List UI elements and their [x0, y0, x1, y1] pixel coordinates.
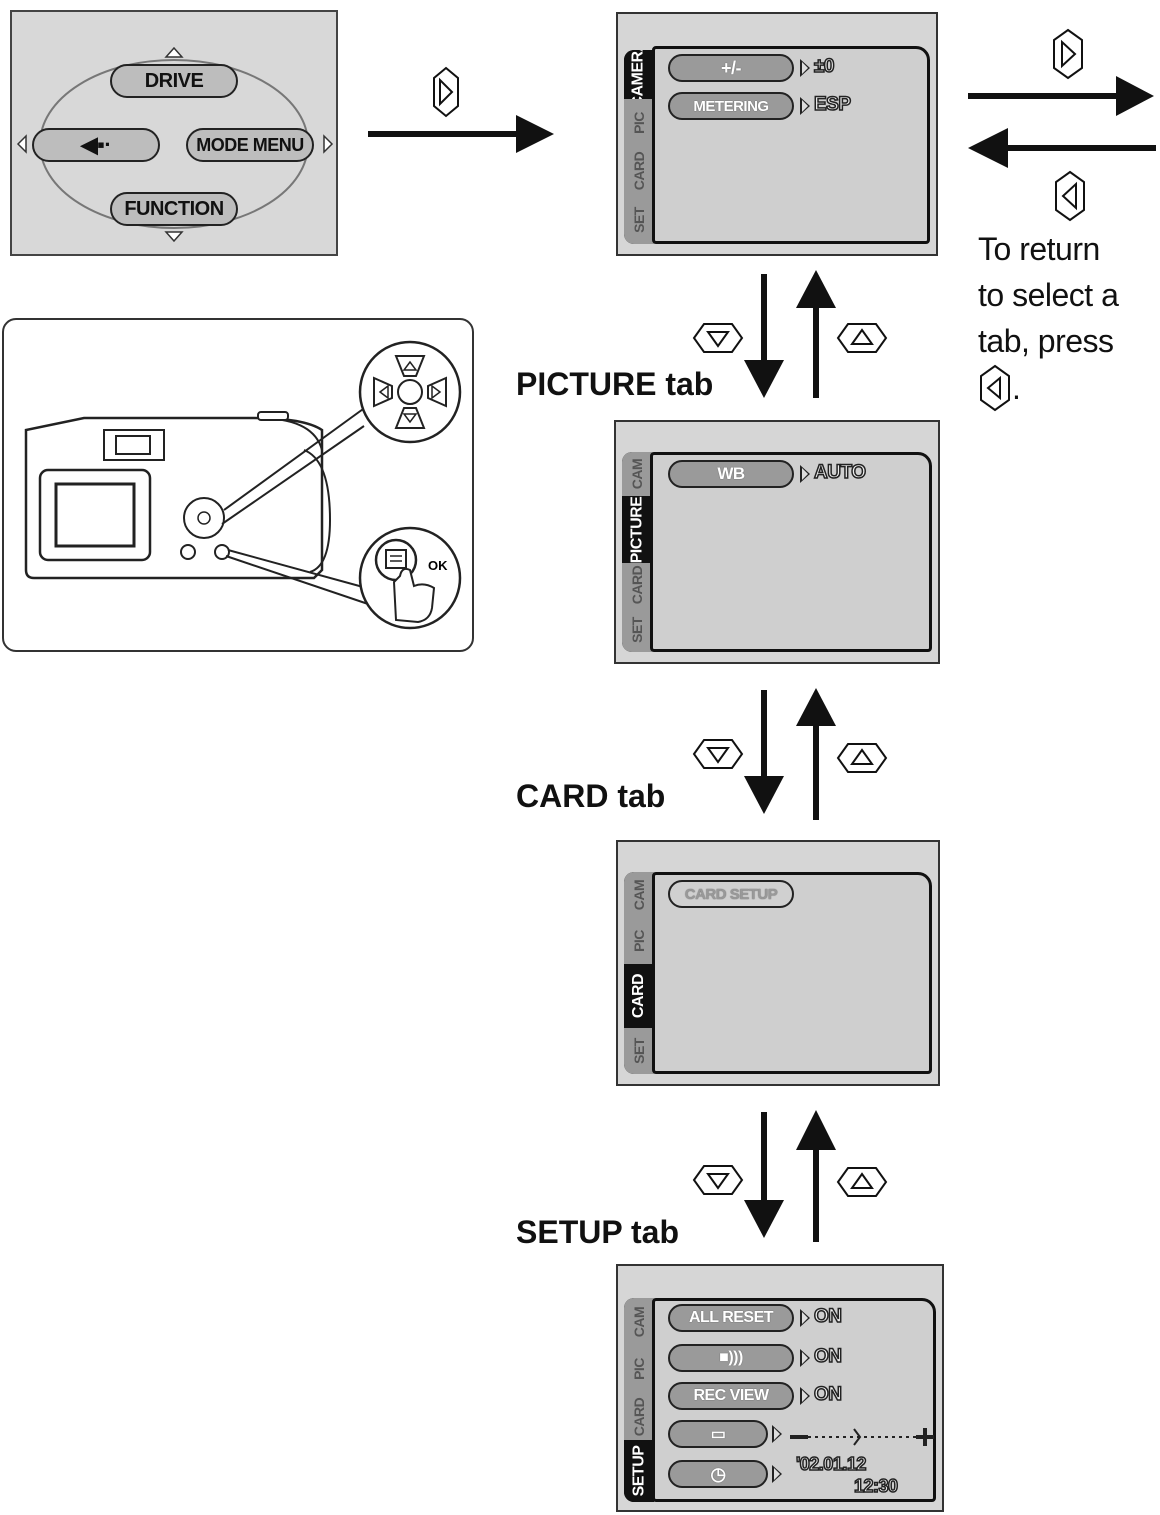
drive-label: DRIVE — [144, 69, 204, 92]
mode-menu-label: MODE MENU — [196, 134, 304, 155]
tab-cam[interactable]: CAM — [622, 452, 652, 497]
setup-tab-label: SETUP tab — [516, 1214, 679, 1250]
monitor-brightness-item[interactable]: ▭ — [668, 1420, 768, 1448]
beep-item[interactable]: ■))) — [668, 1344, 794, 1372]
setup-tab-sidebar: CAM PIC CARD SETUP — [624, 1298, 654, 1502]
arrow-icon — [800, 97, 810, 115]
metering-value: ESP — [813, 93, 852, 116]
date-value: '02.01.12 — [795, 1453, 867, 1475]
tab-set[interactable]: SET — [624, 195, 654, 244]
picture-menu-area — [650, 452, 932, 652]
monitor-icon: ▭ — [710, 1426, 726, 1443]
picture-tab-screen: CAM PICTURE CARD SET WB AUTO — [614, 420, 940, 664]
exposure-comp-value: ±0 — [813, 55, 835, 78]
up-button-icon — [836, 323, 888, 353]
arrow-icon — [800, 1387, 810, 1405]
camera-tab-screen: CAMERA PIC CARD SET +/- ±0 METERING ESP — [616, 12, 938, 256]
picture-tab-label: PICTURE tab — [516, 366, 714, 402]
tab-cam[interactable]: CAM — [624, 872, 654, 918]
clock-icon: ◷ — [710, 1463, 726, 1484]
mode-menu-panel: DRIVE ◀▪· MODE MENU FUNCTION — [10, 10, 338, 256]
card-tab-label: CARD tab — [516, 778, 666, 814]
down-button-icon — [692, 739, 744, 769]
right-button-icon — [1053, 28, 1083, 80]
note-line-4: . — [1012, 370, 1021, 406]
arrow-pad-icon — [358, 340, 462, 444]
quality-button[interactable]: ◀▪· — [32, 128, 160, 162]
tab-card[interactable]: CARD — [624, 147, 654, 196]
mode-menu-button[interactable]: MODE MENU — [186, 128, 314, 162]
ok-button-callout — [358, 526, 462, 630]
left-button-icon — [980, 364, 1010, 412]
function-button[interactable]: FUNCTION — [110, 192, 238, 226]
drive-button[interactable]: DRIVE — [110, 64, 238, 98]
tab-set[interactable]: SET — [624, 1028, 654, 1074]
tab-setup[interactable]: SETUP — [624, 1440, 654, 1502]
clock-item[interactable]: ◷ — [668, 1460, 768, 1488]
picture-tab-sidebar: CAM PICTURE CARD SET — [622, 452, 652, 652]
arrow-icon — [800, 465, 810, 483]
beep-icon: ■))) — [719, 1349, 743, 1366]
arrows-picture-card — [692, 688, 888, 820]
arrows-card-setup — [692, 1110, 888, 1242]
arrows-camera-picture — [692, 270, 888, 398]
camera-tab-sidebar: CAMERA PIC CARD SET — [624, 50, 654, 244]
ok-label: OK — [428, 558, 448, 573]
arrow-icon — [772, 1465, 782, 1483]
note-line-1: To return — [978, 231, 1100, 267]
down-button-icon — [692, 323, 744, 353]
up-button-icon — [836, 743, 888, 773]
tab-card[interactable]: CARD — [624, 1392, 654, 1441]
card-setup-item[interactable]: CARD SETUP — [668, 880, 794, 908]
arrow-right-to-camera-tab — [368, 66, 554, 153]
tab-pic[interactable]: PIC — [624, 1345, 654, 1393]
arrow-icon — [800, 1349, 810, 1367]
tab-card[interactable]: CARD — [624, 963, 654, 1029]
wb-item[interactable]: WB — [668, 460, 794, 488]
tab-pic[interactable]: PIC — [624, 917, 654, 964]
card-tab-sidebar: CAM PIC CARD SET — [624, 872, 654, 1074]
left-button-icon — [1055, 170, 1085, 222]
tab-pic[interactable]: PIC — [624, 98, 654, 147]
tab-card[interactable]: CARD — [622, 563, 652, 608]
all-reset-value: ON — [813, 1305, 842, 1328]
beep-value: ON — [813, 1345, 842, 1368]
arrow-icon — [772, 1425, 782, 1443]
camera-body-drawing — [24, 340, 462, 630]
down-button-icon — [692, 1165, 744, 1195]
rec-view-value: ON — [813, 1383, 842, 1406]
tab-select-arrows — [968, 28, 1156, 222]
return-note: To return to select a tab, press . — [978, 226, 1119, 412]
brightness-slider[interactable] — [786, 1424, 938, 1450]
tab-cam[interactable]: CAM — [624, 1298, 654, 1346]
tab-set[interactable]: SET — [622, 607, 652, 652]
camera-body-illustration: OK — [2, 318, 474, 652]
right-button-icon — [433, 66, 459, 118]
card-tab-screen: CAM PIC CARD SET CARD SETUP — [616, 840, 940, 1086]
rec-view-item[interactable]: REC VIEW — [668, 1382, 794, 1410]
up-button-icon — [836, 1167, 888, 1197]
wb-value: AUTO — [813, 461, 867, 484]
tab-camera[interactable]: CAMERA — [624, 50, 654, 108]
exposure-comp-item[interactable]: +/- — [668, 54, 794, 82]
metering-item[interactable]: METERING — [668, 92, 794, 120]
note-line-2: to select a — [978, 277, 1119, 313]
time-value: 12:30 — [853, 1475, 899, 1497]
image-quality-icon: ◀▪· — [80, 132, 112, 157]
setup-tab-screen: CAM PIC CARD SETUP ALL RESET ON ■))) ON … — [616, 1264, 944, 1512]
arrow-icon — [800, 1309, 810, 1327]
arrow-icon — [800, 59, 810, 77]
note-line-3: tab, press — [978, 323, 1114, 359]
function-label: FUNCTION — [124, 197, 224, 220]
tab-picture[interactable]: PICTURE — [622, 496, 652, 563]
all-reset-item[interactable]: ALL RESET — [668, 1304, 794, 1332]
exposure-comp-icon: +/- — [720, 57, 742, 78]
camera-menu-area — [652, 46, 930, 244]
